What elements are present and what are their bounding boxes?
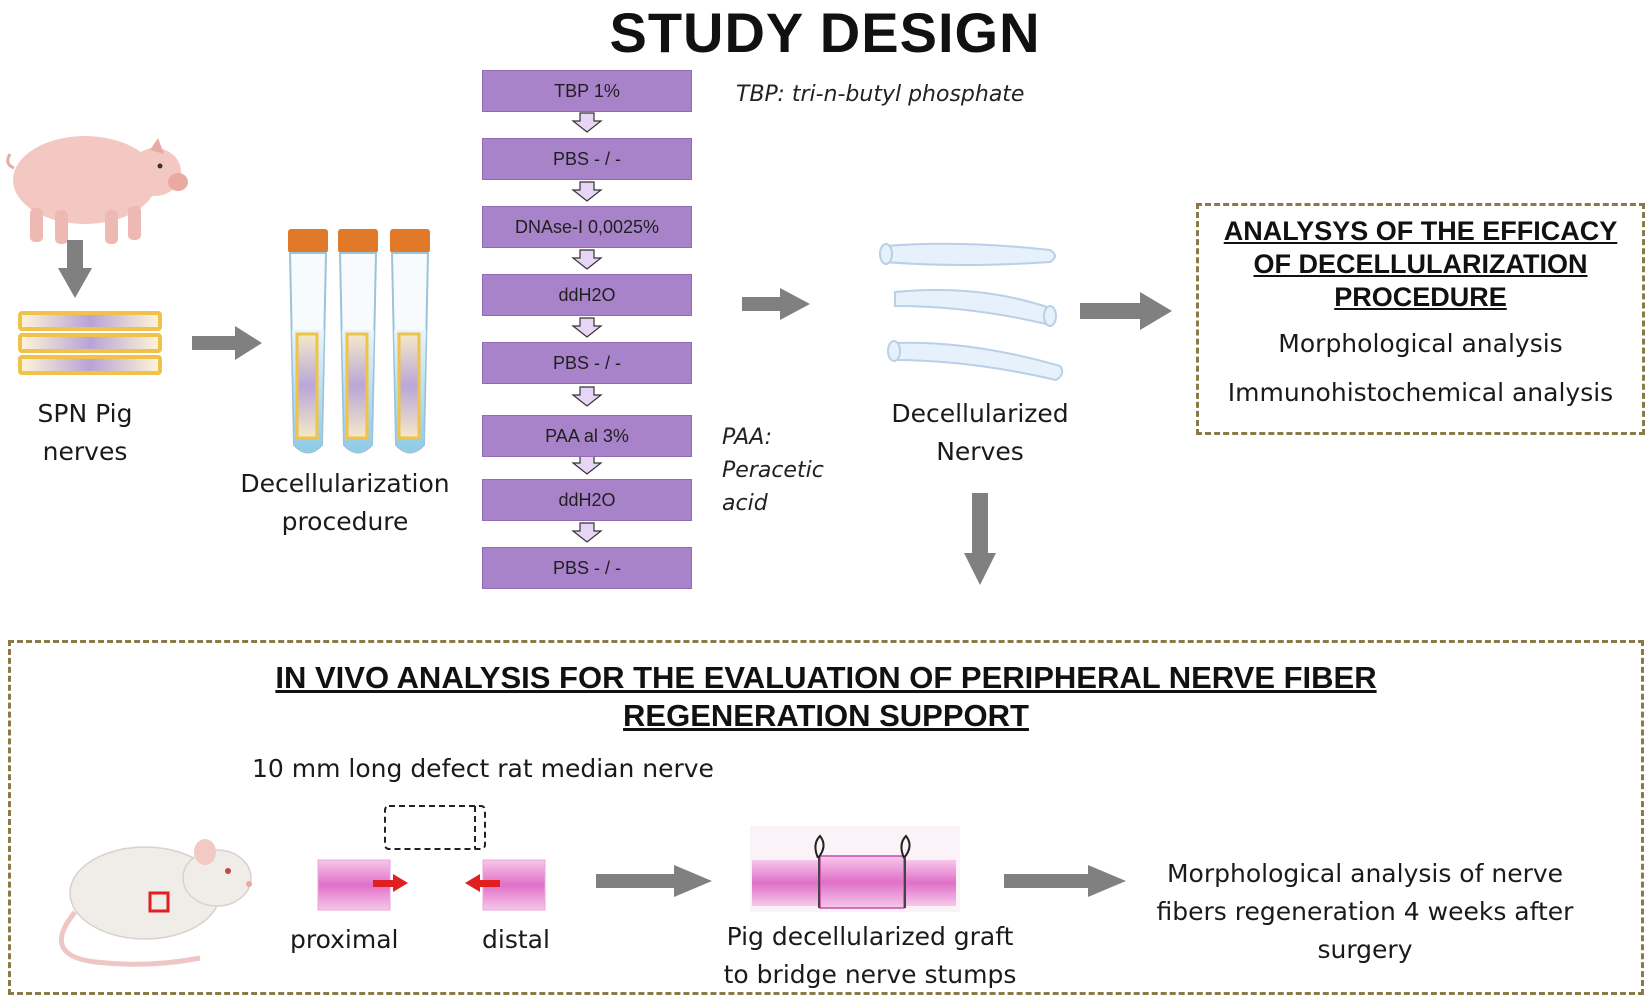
- pig-icon: [6, 136, 188, 244]
- arrow-down-icon: [58, 240, 92, 298]
- arrow-right-icon: [192, 326, 262, 360]
- falcon-tubes-icon: [288, 229, 430, 454]
- efficacy-heading: ANALYSYS OF THE EFFICACY OF DECELLULARIZ…: [1199, 215, 1642, 314]
- result-label: Morphological analysis of nerve fibers r…: [1140, 855, 1590, 969]
- heading-line: REGENERATION SUPPORT: [623, 698, 1029, 733]
- label-line: Decellularized: [891, 399, 1069, 428]
- defect-outline-icon: [384, 805, 486, 850]
- tbp-note: TBP: tri-n-butyl phosphate: [736, 82, 1025, 107]
- graft-bridge-icon: [750, 826, 960, 912]
- diagram-title: STUDY DESIGN: [609, 1, 1041, 64]
- label-line: surgery: [1317, 935, 1413, 964]
- protocol-step-6: PAA al 3%: [482, 415, 692, 457]
- efficacy-analysis-box: ANALYSYS OF THE EFFICACY OF DECELLULARIZ…: [1196, 203, 1645, 435]
- decellularized-nerves-label: Decellularized Nerves: [870, 395, 1090, 471]
- in-vivo-analysis-box: IN VIVO ANALYSIS FOR THE EVALUATION OF P…: [8, 640, 1644, 995]
- label-line: Decellularization: [240, 469, 450, 498]
- arrow-right-icon: [1004, 865, 1126, 897]
- protocol-step-2: PBS - / -: [482, 138, 692, 180]
- label-line: Pig decellularized graft: [726, 922, 1014, 951]
- protocol-step-3: DNAse-I 0,0025%: [482, 206, 692, 248]
- heading-line: IN VIVO ANALYSIS FOR THE EVALUATION OF P…: [275, 660, 1377, 695]
- heading-line: OF DECELLULARIZATION: [1253, 249, 1588, 279]
- decellularization-procedure-label: Decellularization procedure: [225, 465, 465, 541]
- arrow-down-icon: [964, 493, 996, 585]
- red-arrow-right-icon: [373, 874, 408, 892]
- decellularized-nerves-icon: [879, 242, 1064, 382]
- spn-pig-nerves-label: SPN Pig nerves: [10, 395, 160, 471]
- protocol-step-5: PBS - / -: [482, 342, 692, 384]
- label-line: to bridge nerve stumps: [723, 960, 1017, 989]
- label-line: Morphological analysis of nerve: [1166, 859, 1564, 888]
- in-vivo-heading: IN VIVO ANALYSIS FOR THE EVALUATION OF P…: [11, 659, 1641, 735]
- graft-label: Pig decellularized graft to bridge nerve…: [710, 918, 1030, 994]
- protocol-step-4: ddH2O: [482, 274, 692, 316]
- paa-note-line: Peracetic: [722, 458, 824, 483]
- rat-icon: [58, 839, 252, 967]
- label-line: fibers regeneration 4 weeks after: [1156, 897, 1574, 926]
- label-line: SPN Pig: [37, 399, 133, 428]
- arrow-right-icon: [596, 865, 712, 897]
- distal-label: distal: [482, 925, 550, 954]
- defect-label: 10 mm long defect rat median nerve: [252, 754, 714, 783]
- red-arrow-left-icon: [465, 874, 500, 892]
- paa-note-line: PAA:: [722, 425, 773, 450]
- label-line: Nerves: [936, 437, 1024, 466]
- protocol-step-8: PBS - / -: [482, 547, 692, 589]
- heading-line: PROCEDURE: [1334, 282, 1507, 312]
- paa-note-line: acid: [722, 491, 768, 516]
- heading-line: ANALYSYS OF THE EFFICACY: [1223, 216, 1618, 246]
- protocol-step-1: TBP 1%: [482, 70, 692, 112]
- step-arrows: [571, 112, 603, 543]
- label-line: nerves: [42, 437, 128, 466]
- arrow-right-icon: [1080, 292, 1172, 330]
- efficacy-item-immunohistochemical: Immunohistochemical analysis: [1227, 378, 1614, 407]
- arrow-right-icon: [742, 288, 810, 320]
- paa-note: PAA: Peracetic acid: [722, 421, 824, 520]
- proximal-label: proximal: [290, 925, 399, 954]
- nerve-strips-icon: [18, 311, 162, 375]
- label-line: procedure: [281, 507, 409, 536]
- efficacy-item-morphological: Morphological analysis: [1278, 329, 1563, 358]
- protocol-step-7: ddH2O: [482, 479, 692, 521]
